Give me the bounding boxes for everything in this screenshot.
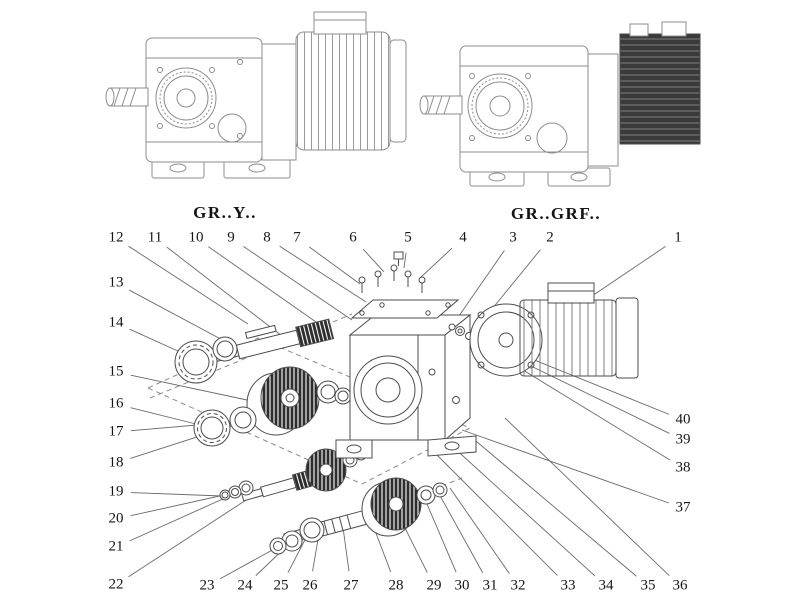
- callout-19: 19: [108, 483, 124, 500]
- callout-38: 38: [675, 459, 691, 476]
- model-label-gr-y: GR..Y..: [193, 203, 257, 222]
- cover-bolts: [358, 251, 426, 293]
- output-gear: [361, 477, 448, 537]
- callout-2: 2: [546, 229, 554, 246]
- callout-10: 10: [188, 229, 204, 246]
- callout-27: 27: [343, 577, 359, 594]
- callout-20: 20: [108, 510, 124, 527]
- gearmotor-gry-drawing: [105, 11, 407, 179]
- snap-ring: [212, 336, 238, 362]
- intermediate-washers: [219, 480, 254, 501]
- callout-16: 16: [108, 395, 124, 412]
- callout-22: 22: [108, 576, 124, 593]
- gear-housing: [335, 299, 477, 459]
- callout-18: 18: [108, 454, 124, 471]
- motor: [469, 282, 639, 379]
- callout-4: 4: [459, 229, 467, 246]
- callout-29: 29: [426, 577, 442, 594]
- callout-15: 15: [108, 363, 124, 380]
- gearmotor-grgrf-drawing: [419, 21, 701, 187]
- exploded-assembly: [128, 245, 671, 580]
- callout-26: 26: [302, 577, 318, 594]
- callout-39: 39: [675, 431, 691, 448]
- ring-gear: [246, 366, 320, 436]
- callout-9: 9: [227, 229, 235, 246]
- callout-33: 33: [560, 577, 576, 594]
- callout-21: 21: [108, 538, 124, 555]
- callout-17: 17: [108, 423, 124, 440]
- callout-25: 25: [273, 577, 289, 594]
- callout-5: 5: [404, 229, 412, 246]
- output-collars: [269, 517, 325, 555]
- callout-1: 1: [674, 229, 682, 246]
- callout-30: 30: [454, 577, 470, 594]
- model-label-gr-grf: GR..GRF..: [510, 204, 602, 223]
- callout-37: 37: [675, 499, 691, 516]
- bearing-pair: [193, 406, 257, 447]
- input-bearing: [174, 340, 218, 384]
- callout-34: 34: [598, 577, 614, 594]
- callout-7: 7: [293, 229, 301, 246]
- callout-8: 8: [263, 229, 271, 246]
- callout-23: 23: [199, 577, 215, 594]
- callout-14: 14: [108, 314, 124, 331]
- callout-13: 13: [108, 274, 124, 291]
- callout-32: 32: [510, 577, 526, 594]
- callout-24: 24: [237, 577, 253, 594]
- callout-12: 12: [108, 229, 124, 246]
- callout-6: 6: [349, 229, 357, 246]
- callout-36: 36: [672, 577, 688, 594]
- callout-35: 35: [640, 577, 656, 594]
- ring-gear-washers: [316, 380, 352, 405]
- callout-40: 40: [675, 411, 691, 428]
- callout-3: 3: [509, 229, 517, 246]
- callout-11: 11: [147, 229, 163, 246]
- callout-31: 31: [482, 577, 498, 594]
- callout-28: 28: [388, 577, 404, 594]
